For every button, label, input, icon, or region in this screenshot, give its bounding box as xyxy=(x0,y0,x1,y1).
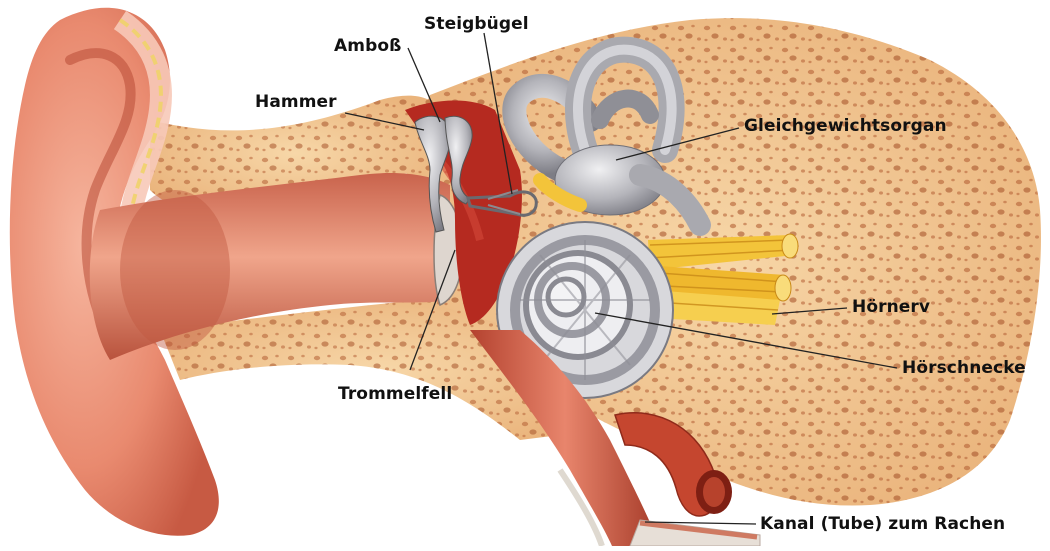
label-kanal: Kanal (Tube) zum Rachen xyxy=(760,514,1005,534)
label-amboss: Amboß xyxy=(334,36,401,56)
label-steigbuegel: Steigbügel xyxy=(424,14,529,34)
label-hoernerv: Hörnerv xyxy=(852,297,930,317)
label-hoerschnecke: Hörschnecke xyxy=(902,358,1026,378)
label-gleichgewichtsorgan: Gleichgewichtsorgan xyxy=(744,116,947,136)
label-trommelfell: Trommelfell xyxy=(338,384,452,404)
label-hammer: Hammer xyxy=(255,92,337,112)
